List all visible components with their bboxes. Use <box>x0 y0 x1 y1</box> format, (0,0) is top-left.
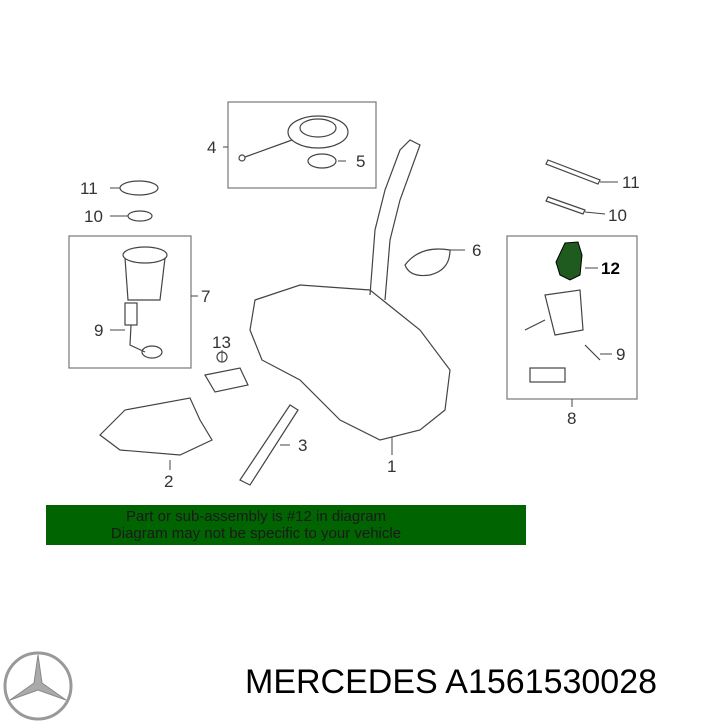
banner-line-1: Part or sub-assembly is #12 in diagram <box>125 508 387 525</box>
callout-13: 13 <box>212 333 231 352</box>
valve-part-13 <box>204 351 249 393</box>
heat-shield-part-2 <box>99 397 213 456</box>
inset-box-pump-left <box>68 235 192 369</box>
callout-11-left: 11 <box>80 179 98 198</box>
mercedes-star-icon <box>3 651 73 721</box>
callout-3: 3 <box>298 436 307 455</box>
callout-1: 1 <box>387 457 396 476</box>
filler-neck <box>369 139 421 301</box>
banner-line-2: Diagram may not be specific to your vehi… <box>110 525 402 542</box>
fuel-pump-left <box>122 246 168 359</box>
strap-part-3 <box>239 404 299 486</box>
highlighted-part-12 <box>555 241 583 281</box>
callout-2: 2 <box>164 472 173 491</box>
cover-part-6 <box>404 248 451 277</box>
callout-7: 7 <box>201 287 210 306</box>
strip-10-right <box>545 196 586 215</box>
callout-9-right: 9 <box>616 345 625 364</box>
fuel-cap-part <box>238 115 349 162</box>
inset-box-fuel-cap <box>227 101 377 189</box>
callout-4: 4 <box>207 138 216 157</box>
callout-9-left: 9 <box>94 321 103 340</box>
callout-10-left: 10 <box>84 207 103 226</box>
callout-10-right: 10 <box>608 206 627 225</box>
callout-8: 8 <box>567 409 576 428</box>
info-banner: Part or sub-assembly is #12 in diagram D… <box>46 505 526 545</box>
seal-ring-5 <box>307 153 337 169</box>
strip-11-right <box>545 159 601 185</box>
callout-5: 5 <box>356 152 365 171</box>
part-number-title: MERCEDES A1561530028 <box>245 663 658 701</box>
fuel-tank-part-1 <box>249 284 451 441</box>
callout-6: 6 <box>472 241 481 260</box>
parts-diagram: 4 5 11 10 7 9 13 3 2 1 6 11 10 12 9 8 <box>68 101 640 491</box>
callout-12: 12 <box>601 259 620 278</box>
fuel-pump-right <box>524 289 601 383</box>
seal-ring-10-left <box>127 210 153 222</box>
callout-11-right: 11 <box>622 173 640 192</box>
seal-ring-11-left <box>119 180 159 196</box>
